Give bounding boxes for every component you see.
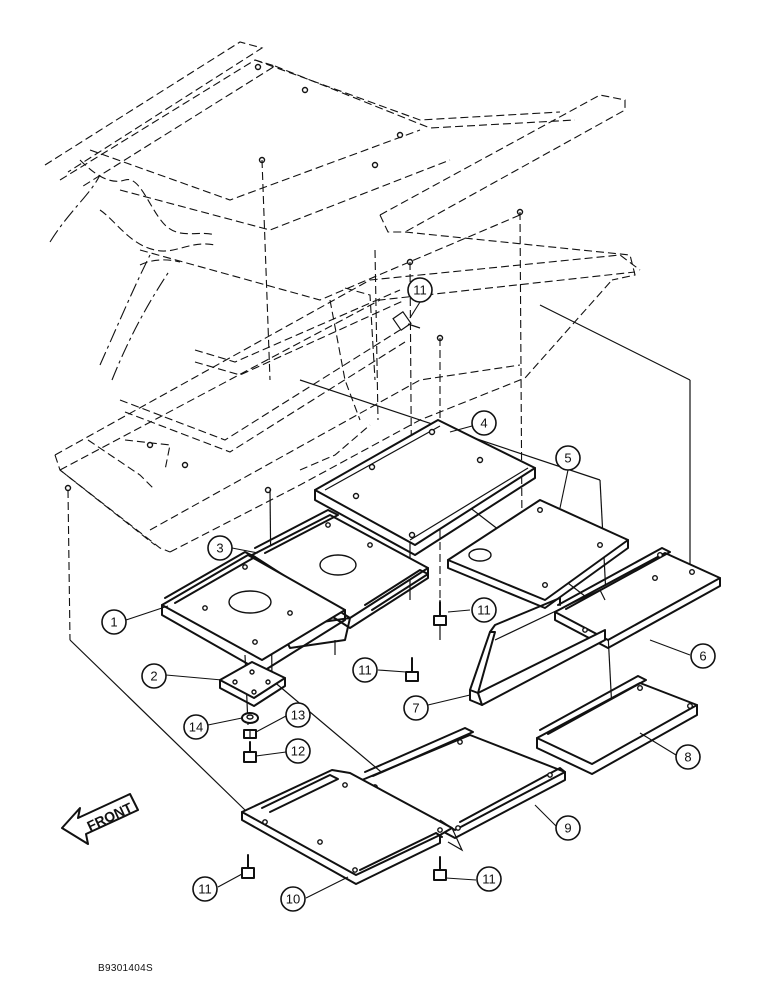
nut-icon — [243, 729, 257, 739]
svg-text:14: 14 — [189, 720, 203, 735]
bolt-icon — [241, 854, 255, 879]
callout-11: 11 — [407, 277, 433, 303]
angle-7 — [469, 589, 606, 706]
svg-text:12: 12 — [291, 744, 305, 759]
callout-12: 12 — [285, 738, 311, 764]
callout-14: 14 — [183, 714, 209, 740]
svg-text:6: 6 — [699, 649, 706, 664]
bolt-icon — [433, 856, 447, 881]
plate-5 — [447, 499, 629, 609]
bolt-icon — [405, 657, 419, 682]
callout-7: 7 — [403, 695, 429, 721]
plate-10 — [241, 769, 464, 885]
svg-text:11: 11 — [482, 872, 496, 887]
drawing-code: B9301404S — [98, 963, 153, 974]
plate-4 — [314, 419, 536, 556]
callout-13: 13 — [285, 702, 311, 728]
plate-1 — [161, 551, 346, 673]
callout-6: 6 — [690, 643, 716, 669]
svg-text:11: 11 — [413, 283, 427, 298]
svg-text:5: 5 — [564, 451, 571, 466]
svg-text:10: 10 — [286, 892, 300, 907]
callout-5: 5 — [555, 445, 581, 471]
callout-11: 11 — [476, 866, 502, 892]
fasteners — [241, 601, 447, 881]
upper-frame — [44, 41, 641, 553]
svg-text:4: 4 — [480, 416, 487, 431]
svg-text:11: 11 — [358, 663, 372, 678]
plate-6 — [554, 547, 721, 649]
callout-3: 3 — [207, 535, 233, 561]
callout-9: 9 — [555, 815, 581, 841]
svg-text:3: 3 — [216, 541, 223, 556]
channel-8 — [536, 675, 698, 775]
callout-11: 11 — [192, 876, 218, 902]
svg-text:9: 9 — [564, 821, 571, 836]
bolt-icon — [433, 601, 447, 626]
svg-text:1: 1 — [110, 615, 117, 630]
callout-bubbles: 11 4 5 3 1 11 11 6 2 7 14 13 12 8 9 11 1… — [101, 277, 716, 912]
callout-1: 1 — [101, 609, 127, 635]
svg-text:7: 7 — [412, 701, 419, 716]
front-arrow-icon: FRONT — [61, 793, 139, 845]
callout-leaders — [125, 301, 691, 899]
callout-11: 11 — [352, 657, 378, 683]
svg-text:11: 11 — [198, 882, 212, 897]
svg-text:8: 8 — [684, 750, 691, 765]
callout-2: 2 — [141, 663, 167, 689]
bolt-icon — [243, 741, 257, 763]
callout-10: 10 — [280, 886, 306, 912]
callout-4: 4 — [471, 410, 497, 436]
svg-text:13: 13 — [291, 708, 305, 723]
callout-11: 11 — [471, 597, 497, 623]
svg-text:11: 11 — [477, 603, 491, 618]
callout-8: 8 — [675, 744, 701, 770]
svg-text:2: 2 — [150, 669, 157, 684]
plate-2 — [219, 661, 286, 707]
